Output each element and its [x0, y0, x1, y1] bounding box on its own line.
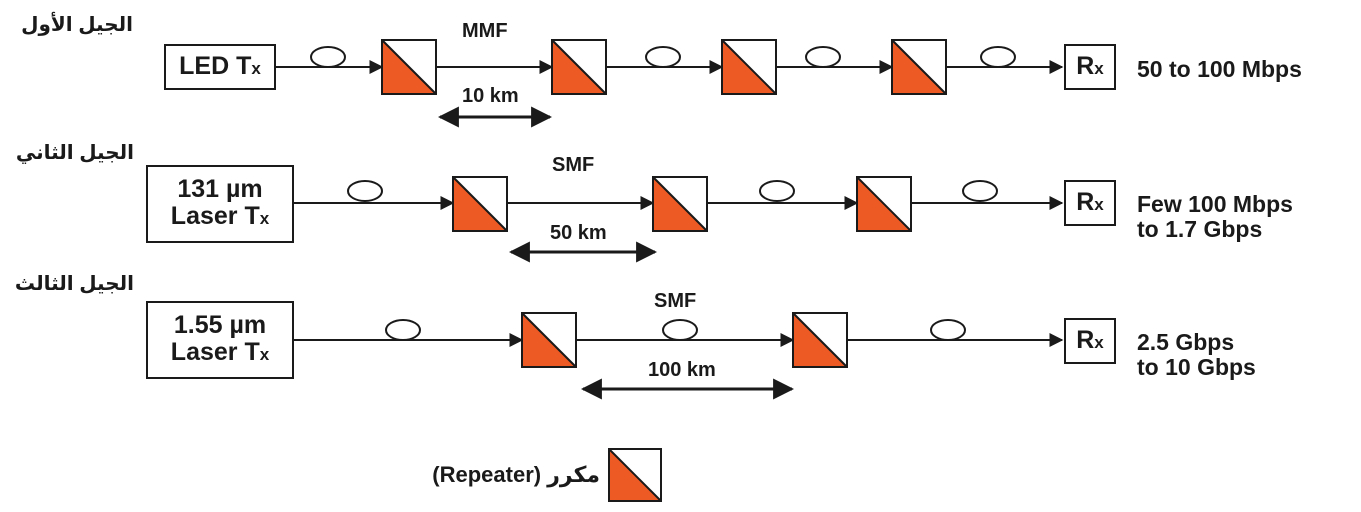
- fiber-coil: [385, 319, 421, 341]
- legend-label: مكرر (Repeater): [432, 462, 600, 487]
- row-3-span-label: 100 km: [648, 359, 716, 381]
- fiber-coil: [662, 319, 698, 341]
- generation-2-label: الجيل الثاني: [15, 142, 134, 164]
- row-1-fiber-type: MMF: [462, 20, 508, 42]
- row-3-bitrate: 2.5 Gbps to 10 Gbps: [1137, 329, 1256, 380]
- row-2-fiber-type: SMF: [552, 154, 595, 176]
- row-3-transmitter: 1.55 µm Laser Tx: [146, 301, 294, 379]
- row-1-span-label: 10 km: [462, 85, 519, 107]
- fiber-coil: [962, 180, 998, 202]
- fiber-coil: [805, 46, 841, 68]
- fiber-coil: [310, 46, 346, 68]
- repeater-icon: [792, 312, 848, 368]
- repeater-icon: [721, 39, 777, 95]
- row-3-repeaters: [521, 312, 848, 368]
- fiber-coil: [645, 46, 681, 68]
- repeater-icon: [452, 176, 508, 232]
- row-1-bitrate: 50 to 100 Mbps: [1137, 56, 1302, 82]
- row-3-fiber-type: SMF: [654, 290, 697, 312]
- fiber-coil: [980, 46, 1016, 68]
- row-2-bitrate: Few 100 Mbps to 1.7 Gbps: [1137, 191, 1293, 242]
- generation-3-label: الجيل الثالث: [14, 273, 134, 295]
- row-3-fiber-coils: [385, 319, 966, 341]
- legend-repeater-icon: [608, 448, 662, 502]
- row-1-fiber-coils: [310, 46, 1016, 68]
- repeater-icon: [551, 39, 607, 95]
- repeater-icon: [891, 39, 947, 95]
- repeater-icon: [521, 312, 577, 368]
- row-2-transmitter: 131 µm Laser Tx: [146, 165, 294, 243]
- fiber-coil: [759, 180, 795, 202]
- generation-1-label: الجيل الأول: [21, 14, 133, 36]
- row-2-fiber-coils: [347, 180, 998, 202]
- row-1-repeaters: [381, 39, 947, 95]
- fiber-coil: [347, 180, 383, 202]
- row-3-receiver: Rx: [1064, 318, 1116, 364]
- row-2-receiver: Rx: [1064, 180, 1116, 226]
- row-2-span-label: 50 km: [550, 222, 607, 244]
- repeater-icon: [381, 39, 437, 95]
- repeater-icon: [856, 176, 912, 232]
- fiber-coil: [930, 319, 966, 341]
- row-1-receiver: Rx: [1064, 44, 1116, 90]
- row-2-repeaters: [452, 176, 912, 232]
- repeater-icon: [652, 176, 708, 232]
- row-1-transmitter: LED Tx: [164, 44, 276, 90]
